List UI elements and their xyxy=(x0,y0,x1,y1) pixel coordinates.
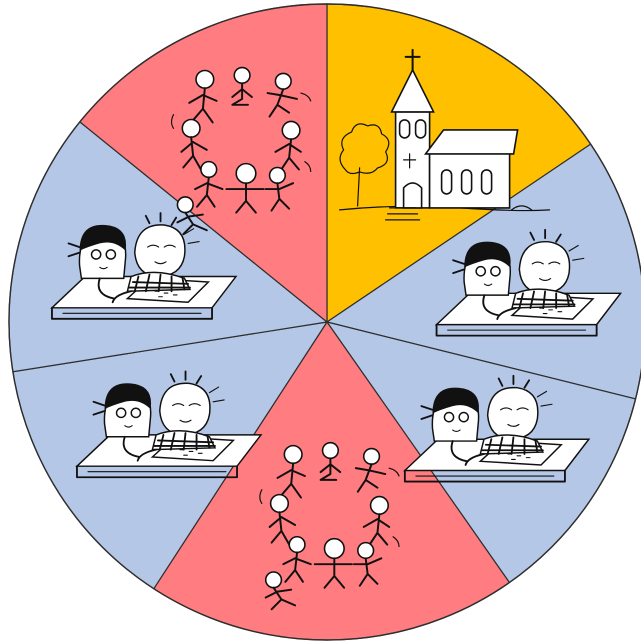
activity-wheel xyxy=(0,0,641,644)
